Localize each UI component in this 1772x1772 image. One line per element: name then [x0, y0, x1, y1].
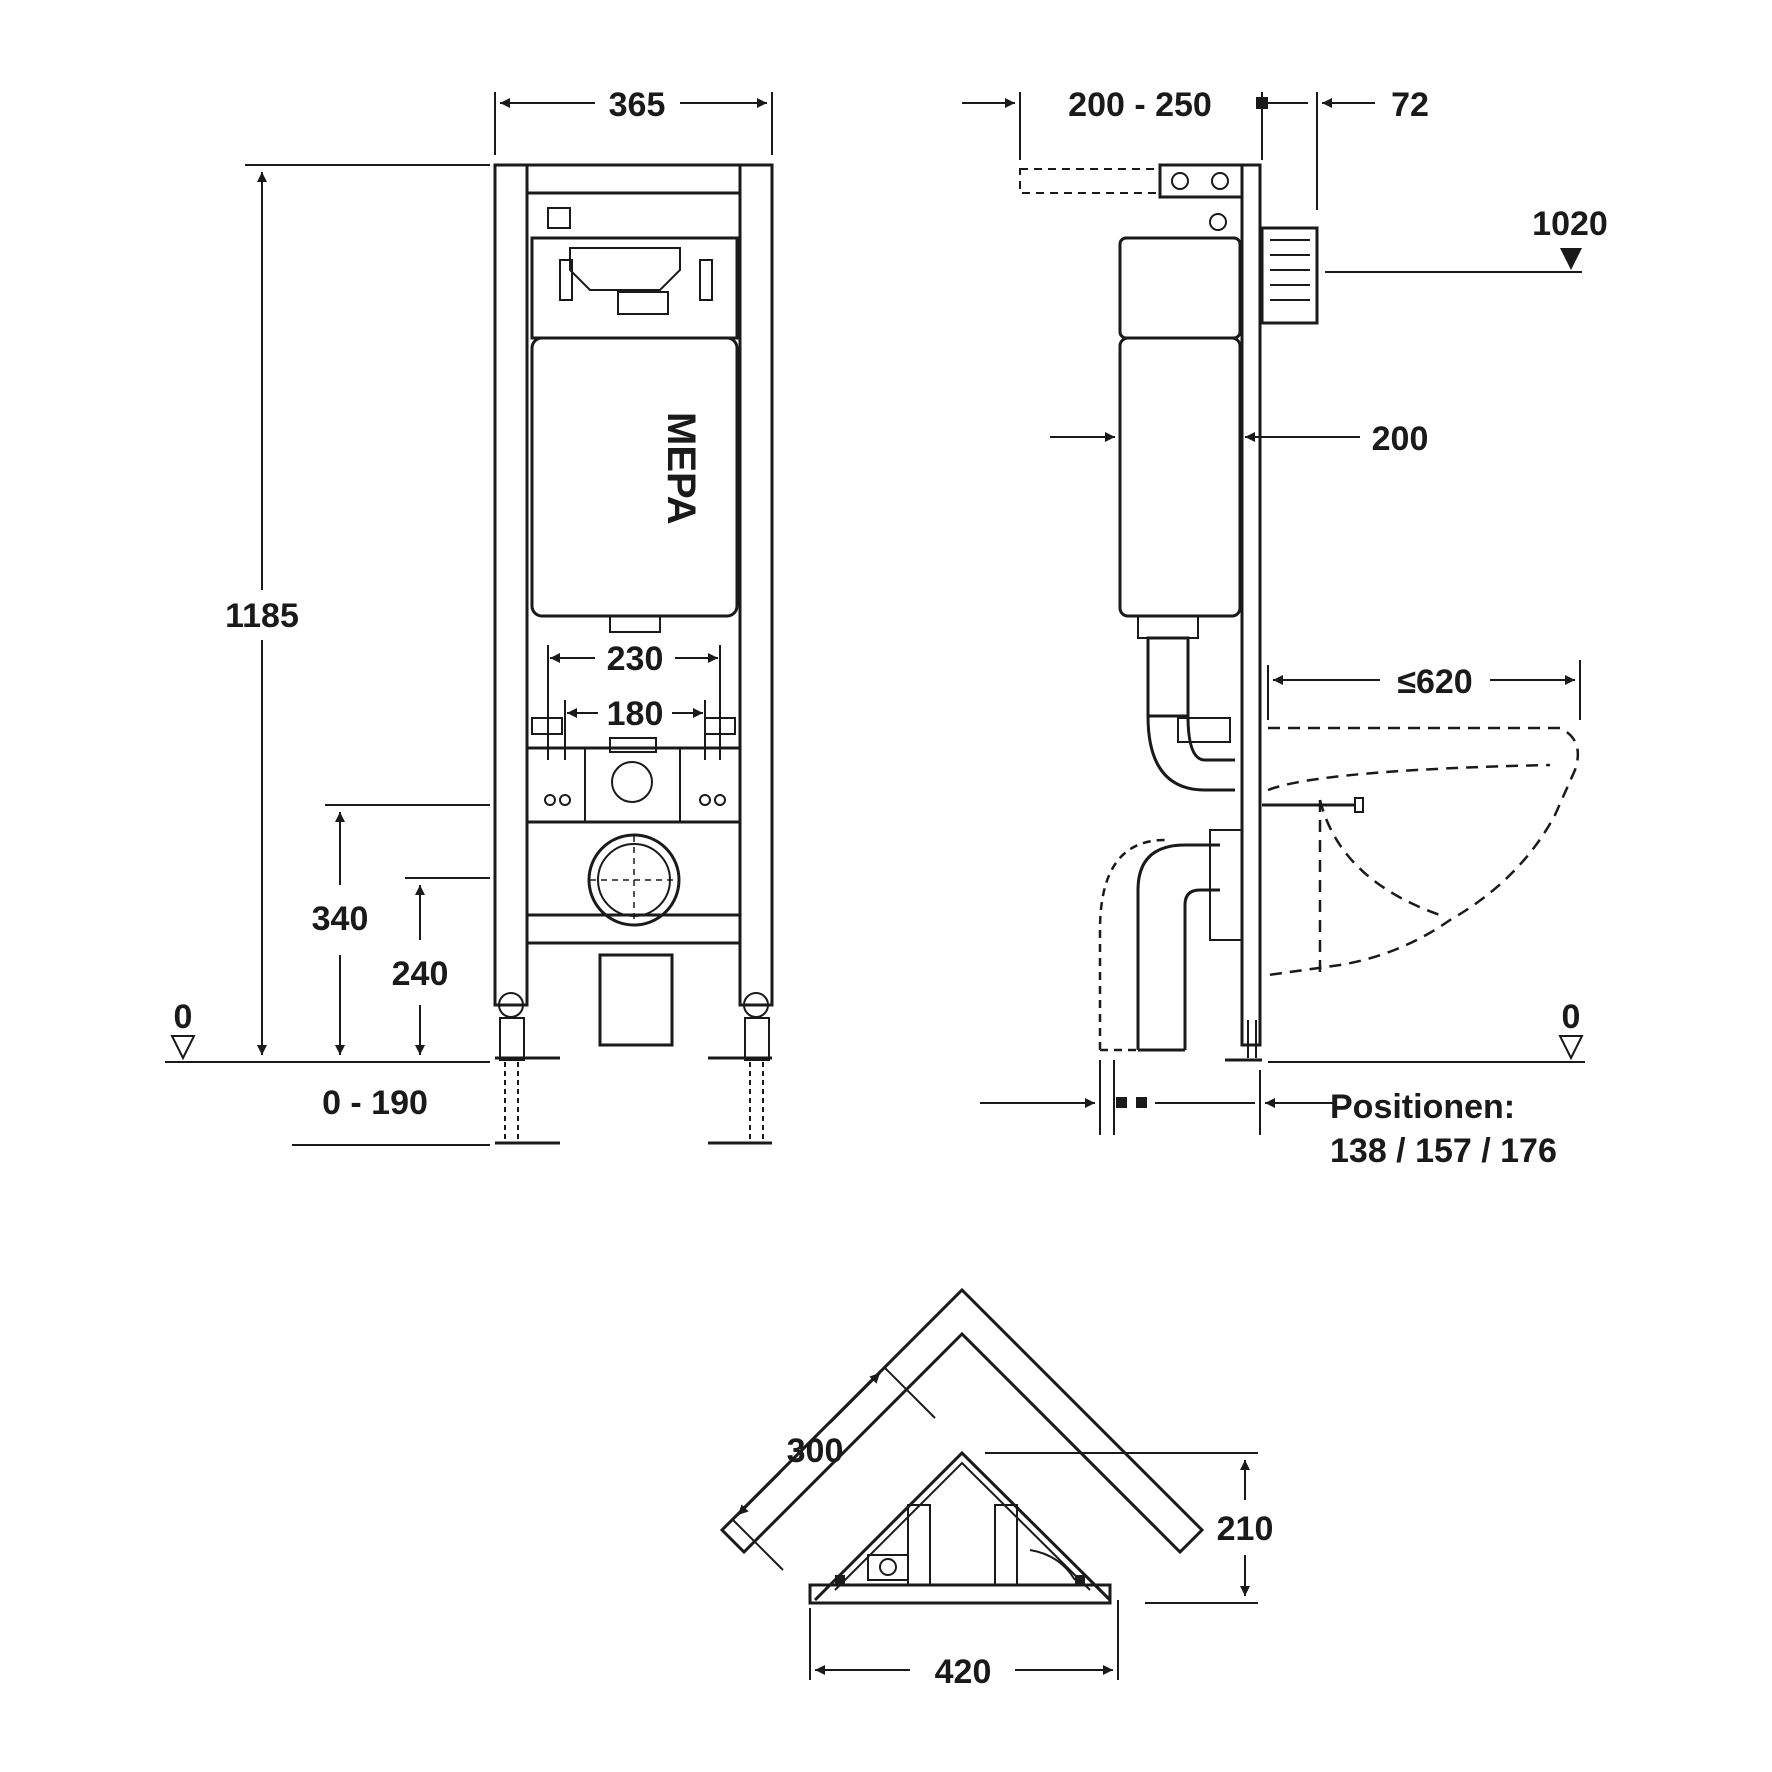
- dim-height: 1185: [225, 597, 299, 635]
- level-triangle-icon: [1558, 1035, 1584, 1061]
- dim-outlet-spacing-outer: 230: [607, 640, 664, 678]
- front-view: MEPA 365 1185 230 180 340 240: [165, 86, 774, 1146]
- dim-outlet-spacing-inner: 180: [607, 695, 664, 733]
- top-view: 300 210 420: [719, 1287, 1274, 1691]
- dim-bowl-projection: ≤620: [1397, 663, 1472, 701]
- dim-depth-range: 200 - 250: [1068, 86, 1212, 124]
- dim-cistern-depth: 200: [1372, 420, 1429, 458]
- level-triangle-icon: [170, 1035, 196, 1061]
- side-view: 200 - 250 72 1020 200 ≤620 0 Positi: [962, 86, 1608, 1170]
- level-marker-icon: [1560, 248, 1582, 270]
- dim-side-length: 300: [787, 1432, 844, 1470]
- brand-label: MEPA: [659, 412, 703, 525]
- front-frame: [493, 163, 774, 1145]
- dim-width: 365: [609, 86, 666, 124]
- dim-foot-adjust: 0 - 190: [322, 1084, 428, 1122]
- side-level-zero: 0: [1562, 998, 1581, 1036]
- dim-width-corner: 420: [935, 1653, 992, 1691]
- dim-drain-height: 240: [392, 955, 449, 993]
- positions-values: 138 / 157 / 176: [1330, 1132, 1557, 1170]
- positions-label: Positionen:: [1330, 1088, 1515, 1126]
- front-level-zero: 0: [174, 998, 193, 1036]
- dim-tick-icon: [1136, 1097, 1147, 1108]
- dim-tick-icon: [1116, 1097, 1127, 1108]
- dim-depth: 210: [1217, 1510, 1274, 1548]
- dim-plate-depth: 72: [1391, 86, 1429, 124]
- dim-outlet-height: 340: [312, 900, 369, 938]
- dim-flush-height: 1020: [1532, 205, 1608, 243]
